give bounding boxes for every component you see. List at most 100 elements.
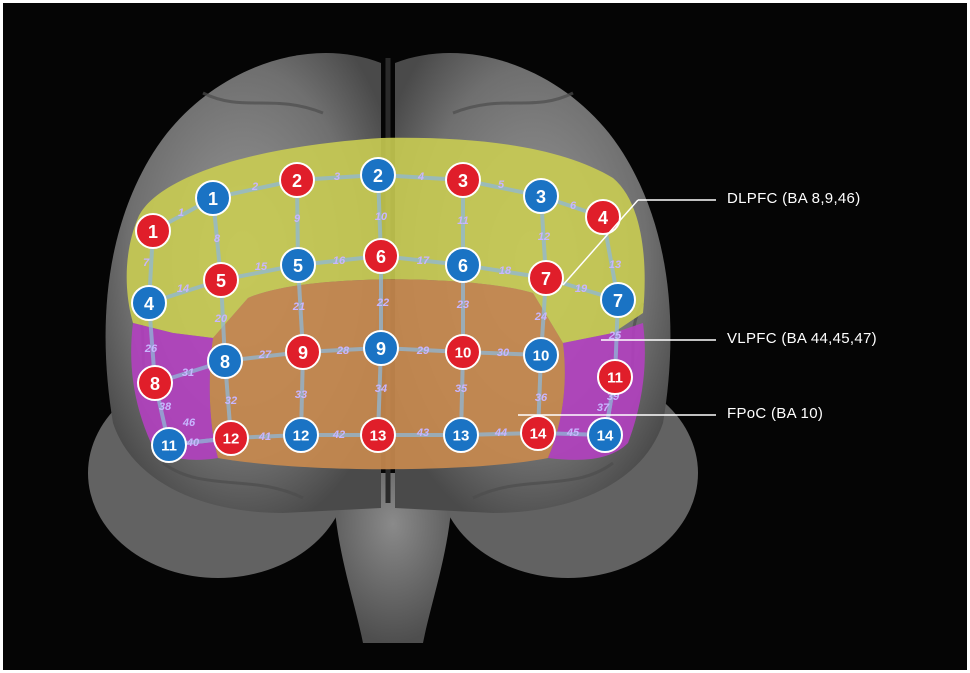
detector-optode-circle (523, 178, 559, 214)
detector-optode-label: 12 (293, 428, 310, 445)
channel-label-34: 34 (375, 383, 387, 395)
source-optode-label: 2 (292, 171, 302, 191)
detector-optode-circle (363, 330, 399, 366)
fpoc-label: FPoC (BA 10) (727, 405, 824, 422)
channel-label-9: 9 (294, 213, 301, 225)
channel-label-36: 36 (535, 392, 548, 404)
detector-optode-12: 12 (283, 417, 319, 453)
source-optode-6: 6 (363, 238, 399, 274)
channel-label-28: 28 (336, 345, 350, 357)
channel-label-35: 35 (455, 383, 468, 395)
channel-label-3: 3 (334, 171, 340, 183)
channel-label-20: 20 (214, 313, 228, 325)
detector-optode-circle (151, 427, 187, 463)
channel-label-26: 26 (144, 343, 158, 355)
channel-label-19: 19 (575, 283, 588, 295)
channel-label-6: 6 (570, 200, 577, 212)
source-optode-label: 3 (458, 171, 468, 191)
source-optode-circle (137, 365, 173, 401)
source-optode-4: 4 (585, 199, 621, 235)
detector-optode-label: 14 (597, 428, 614, 445)
channel-label-17: 17 (417, 255, 430, 267)
detector-optode-circle (283, 417, 319, 453)
detector-optode-9: 9 (363, 330, 399, 366)
channel-label-13: 13 (609, 259, 621, 271)
source-optode-circle (279, 162, 315, 198)
dlpfc-label: DLPFC (BA 8,9,46) (727, 190, 861, 207)
source-optode-circle (135, 213, 171, 249)
channel-label-37: 37 (597, 402, 610, 414)
vlpfc-label: VLPFC (BA 44,45,47) (727, 330, 877, 347)
detector-optode-label: 1 (208, 189, 218, 209)
source-optode-7: 7 (528, 260, 564, 296)
source-optode-label: 14 (530, 426, 547, 443)
detector-optode-circle (360, 157, 396, 193)
channel-label-8: 8 (214, 233, 221, 245)
source-optode-13: 13 (360, 417, 396, 453)
source-optode-label: 12 (223, 431, 240, 448)
channel-label-31: 31 (182, 367, 194, 379)
channel-label-45: 45 (566, 427, 580, 439)
detector-optode-circle (280, 247, 316, 283)
detector-optode-7: 7 (600, 282, 636, 318)
detector-optode-13: 13 (443, 417, 479, 453)
detector-optode-circle (207, 343, 243, 379)
channel-label-38: 38 (159, 401, 172, 413)
source-optode-14: 14 (520, 415, 556, 451)
source-optode-label: 6 (376, 247, 386, 267)
channel-label-22: 22 (376, 297, 389, 309)
detector-optode-5: 5 (280, 247, 316, 283)
source-optode-circle (528, 260, 564, 296)
source-optode-5: 5 (203, 262, 239, 298)
brain-stem (333, 473, 453, 643)
source-optode-label: 13 (370, 428, 387, 445)
source-optode-3: 3 (445, 162, 481, 198)
channel-label-1: 1 (178, 207, 184, 219)
source-optode-circle (360, 417, 396, 453)
detector-optode-label: 13 (453, 428, 470, 445)
source-optode-circle (363, 238, 399, 274)
channel-label-29: 29 (416, 345, 430, 357)
detector-optode-label: 10 (533, 348, 550, 365)
channel-label-44: 44 (494, 427, 507, 439)
channel-label-33: 33 (295, 389, 307, 401)
detector-optode-circle (443, 417, 479, 453)
source-optode-1: 1 (135, 213, 171, 249)
detector-optode-circle (600, 282, 636, 318)
detector-optode-10: 10 (523, 337, 559, 373)
channel-label-10: 10 (375, 211, 388, 223)
vlpfc-region-right (548, 323, 645, 460)
source-optode-circle (285, 334, 321, 370)
detector-optode-4: 4 (131, 285, 167, 321)
source-optode-11: 11 (597, 359, 633, 395)
detector-optode-circle (523, 337, 559, 373)
detector-optode-label: 5 (293, 256, 303, 276)
channel-label-41: 41 (258, 431, 271, 443)
source-optode-9: 9 (285, 334, 321, 370)
channel-label-11: 11 (457, 215, 468, 227)
detector-optode-3: 3 (523, 178, 559, 214)
channel-label-14: 14 (177, 283, 189, 295)
detector-optode-6: 6 (445, 247, 481, 283)
source-optode-circle (597, 359, 633, 395)
detector-optode-label: 6 (458, 256, 468, 276)
detector-optode-circle (587, 417, 623, 453)
source-optode-circle (213, 420, 249, 456)
channel-label-15: 15 (255, 261, 268, 273)
source-optode-circle (520, 415, 556, 451)
source-optode-8: 8 (137, 365, 173, 401)
source-optode-circle (203, 262, 239, 298)
channel-label-21: 21 (292, 301, 305, 313)
channel-label-12: 12 (538, 231, 550, 243)
detector-optode-label: 9 (376, 339, 386, 359)
channel-label-46: 46 (182, 417, 196, 429)
source-optode-2: 2 (279, 162, 315, 198)
channel-label-30: 30 (497, 347, 510, 359)
detector-optode-label: 2 (373, 166, 383, 186)
channel-label-24: 24 (534, 311, 547, 323)
channel-label-5: 5 (498, 179, 505, 191)
detector-optode-label: 11 (161, 438, 177, 455)
